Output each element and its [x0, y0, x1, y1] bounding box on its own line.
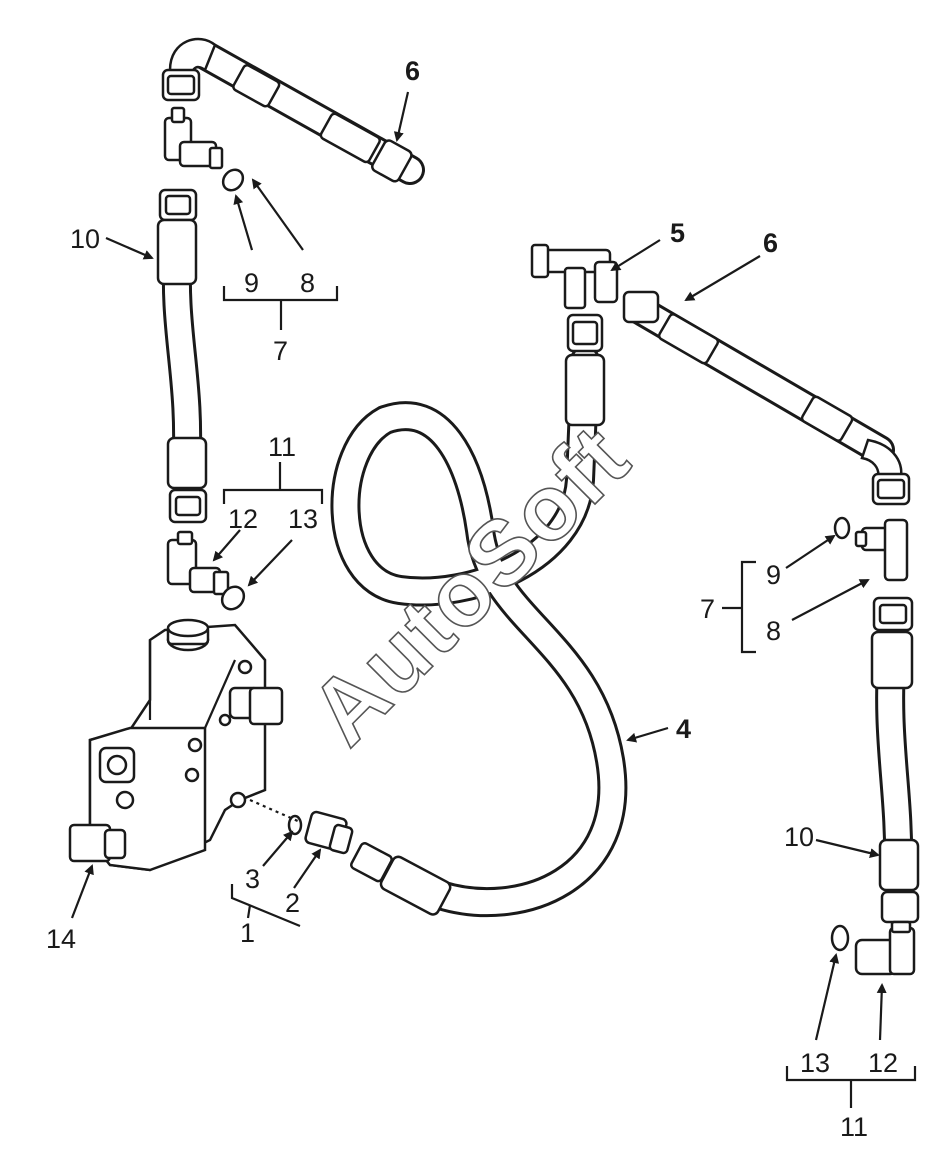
elbow-fitting-right-lower — [854, 920, 916, 976]
o-rings — [220, 168, 851, 952]
adapter-fitting-2 — [304, 810, 354, 855]
callout-labels: 6 10 9 8 7 11 12 13 5 6 9 8 7 4 10 13 12… — [46, 56, 898, 1142]
hose-4 — [330, 313, 628, 918]
callout-9-upper: 9 — [244, 268, 259, 298]
callout-5: 5 — [670, 218, 685, 248]
callout-12-right: 12 — [868, 1048, 898, 1078]
elbow-fitting-upper-left — [163, 106, 224, 170]
callout-4: 4 — [676, 714, 691, 744]
callout-10-left: 10 — [70, 224, 100, 254]
elbow-fitting-lower-left — [166, 530, 230, 596]
callout-2: 2 — [285, 888, 300, 918]
callout-1: 1 — [240, 918, 255, 948]
callout-11-right: 11 — [840, 1112, 868, 1142]
leader-lines — [70, 91, 917, 1108]
valve-body-14 — [68, 618, 301, 872]
callout-8-right: 8 — [766, 616, 781, 646]
callout-7-right: 7 — [700, 594, 715, 624]
callout-11-left: 11 — [268, 432, 296, 462]
hose-10-left — [156, 188, 208, 524]
callout-8-upper: 8 — [300, 268, 315, 298]
hose-6-right — [622, 290, 911, 506]
callout-14: 14 — [46, 924, 76, 954]
hose-6-upper — [161, 37, 425, 185]
callout-10-right: 10 — [784, 822, 814, 852]
callout-6-upper: 6 — [405, 56, 420, 86]
callout-6-right: 6 — [763, 228, 778, 258]
hose-10-right — [870, 596, 920, 924]
callout-13-right: 13 — [800, 1048, 830, 1078]
callout-7-upper: 7 — [273, 336, 288, 366]
callout-12-left: 12 — [228, 504, 258, 534]
tee-fitting-5 — [530, 243, 619, 310]
callout-13-left: 13 — [288, 504, 318, 534]
callout-3: 3 — [245, 864, 260, 894]
elbow-fitting-right-middle — [854, 518, 909, 582]
callout-9-right: 9 — [766, 560, 781, 590]
